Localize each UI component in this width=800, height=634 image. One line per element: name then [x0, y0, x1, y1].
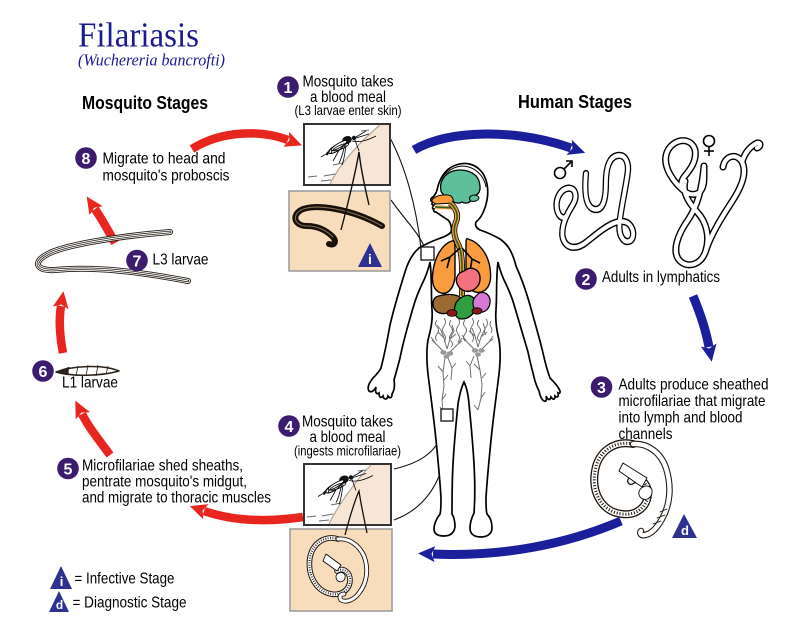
svg-text:Filariasis: Filariasis	[78, 17, 199, 55]
svg-text:(ingests microfilariae): (ingests microfilariae)	[294, 443, 401, 459]
svg-text:Mosquito takes: Mosquito takes	[303, 74, 394, 91]
svg-text:Mosquito Stages: Mosquito Stages	[82, 93, 208, 113]
svg-text:Adults in lymphatics: Adults in lymphatics	[602, 269, 720, 286]
svg-text:(Wuchereria bancrofti): (Wuchereria bancrofti)	[78, 51, 225, 70]
svg-text:i: i	[368, 251, 372, 267]
svg-text:6: 6	[39, 364, 48, 381]
svg-text:3: 3	[597, 380, 606, 397]
svg-text:d: d	[56, 598, 63, 612]
svg-text:7: 7	[133, 253, 142, 270]
svg-text:pentrate mosquito's midgut,: pentrate mosquito's midgut,	[82, 474, 247, 491]
svg-text:4: 4	[285, 419, 294, 436]
svg-text:L3 larvae: L3 larvae	[153, 252, 209, 269]
svg-text:into lymph and blood: into lymph and blood	[619, 410, 743, 427]
svg-text:a blood meal: a blood meal	[310, 429, 386, 446]
svg-text:5: 5	[64, 461, 73, 478]
svg-text:1: 1	[284, 80, 293, 97]
svg-text:channels: channels	[619, 426, 673, 443]
svg-text:Human Stages: Human Stages	[518, 92, 632, 112]
svg-text:d: d	[681, 523, 689, 538]
svg-text:= Infective Stage: = Infective Stage	[75, 571, 175, 588]
svg-text:Migrate to head and: Migrate to head and	[103, 151, 226, 168]
svg-text:i: i	[60, 574, 64, 589]
svg-text:mosquito's proboscis: mosquito's proboscis	[103, 168, 230, 185]
svg-text:= Diagnostic Stage: = Diagnostic Stage	[73, 595, 187, 612]
svg-text:and migrate to thoracic muscle: and migrate to thoracic muscles	[82, 490, 271, 507]
svg-text:Adults produce sheathed: Adults produce sheathed	[619, 377, 769, 394]
svg-text:microfilariae that migrate: microfilariae that migrate	[619, 393, 766, 410]
svg-text:Mosquito takes: Mosquito takes	[302, 414, 393, 431]
svg-text:2: 2	[582, 272, 591, 289]
svg-text:a blood meal: a blood meal	[310, 89, 386, 106]
svg-text:8: 8	[82, 151, 91, 168]
svg-text:L1 larvae: L1 larvae	[62, 375, 118, 392]
svg-text:(L3 larvae enter skin): (L3 larvae enter skin)	[295, 102, 402, 118]
svg-text:Microfilariae shed sheaths,: Microfilariae shed sheaths,	[82, 458, 243, 475]
